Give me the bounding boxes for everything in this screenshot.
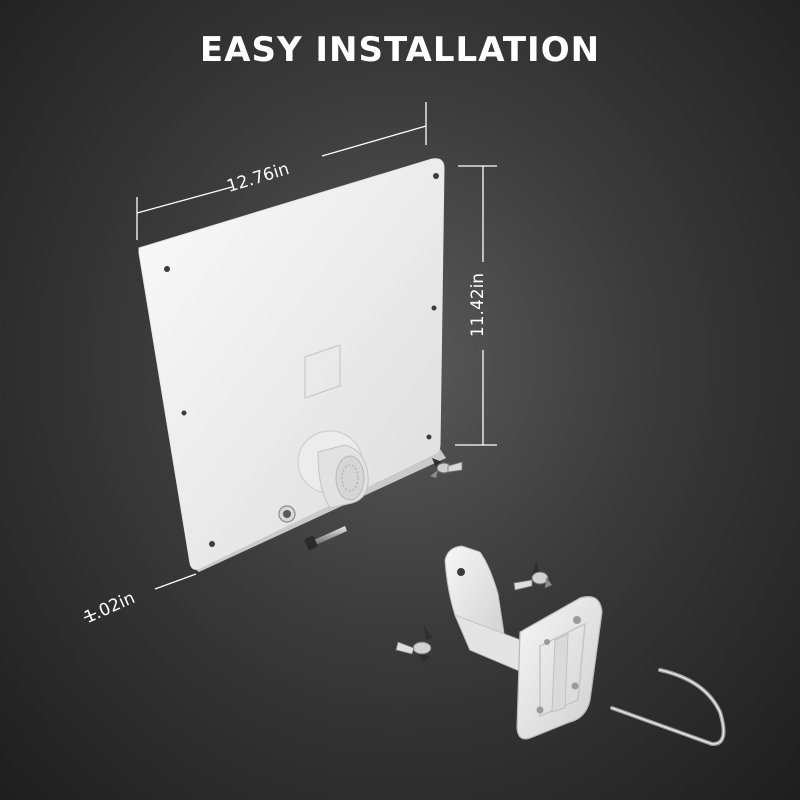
- width-dimension-line: [136, 102, 427, 240]
- mounting-bracket: [444, 545, 603, 740]
- wing-nut-3: [395, 625, 432, 662]
- depth-dimension-line: [83, 573, 197, 619]
- wing-nut-2: [513, 562, 552, 591]
- mounting-pin: [304, 526, 347, 550]
- wing-nut-1: [430, 458, 463, 478]
- height-label: 11.42in: [468, 272, 489, 338]
- antenna-panel: [138, 158, 446, 572]
- height-dimension-line: [455, 165, 497, 446]
- u-bolt: [610, 668, 726, 746]
- page-title: EASY INSTALLATION: [199, 30, 601, 70]
